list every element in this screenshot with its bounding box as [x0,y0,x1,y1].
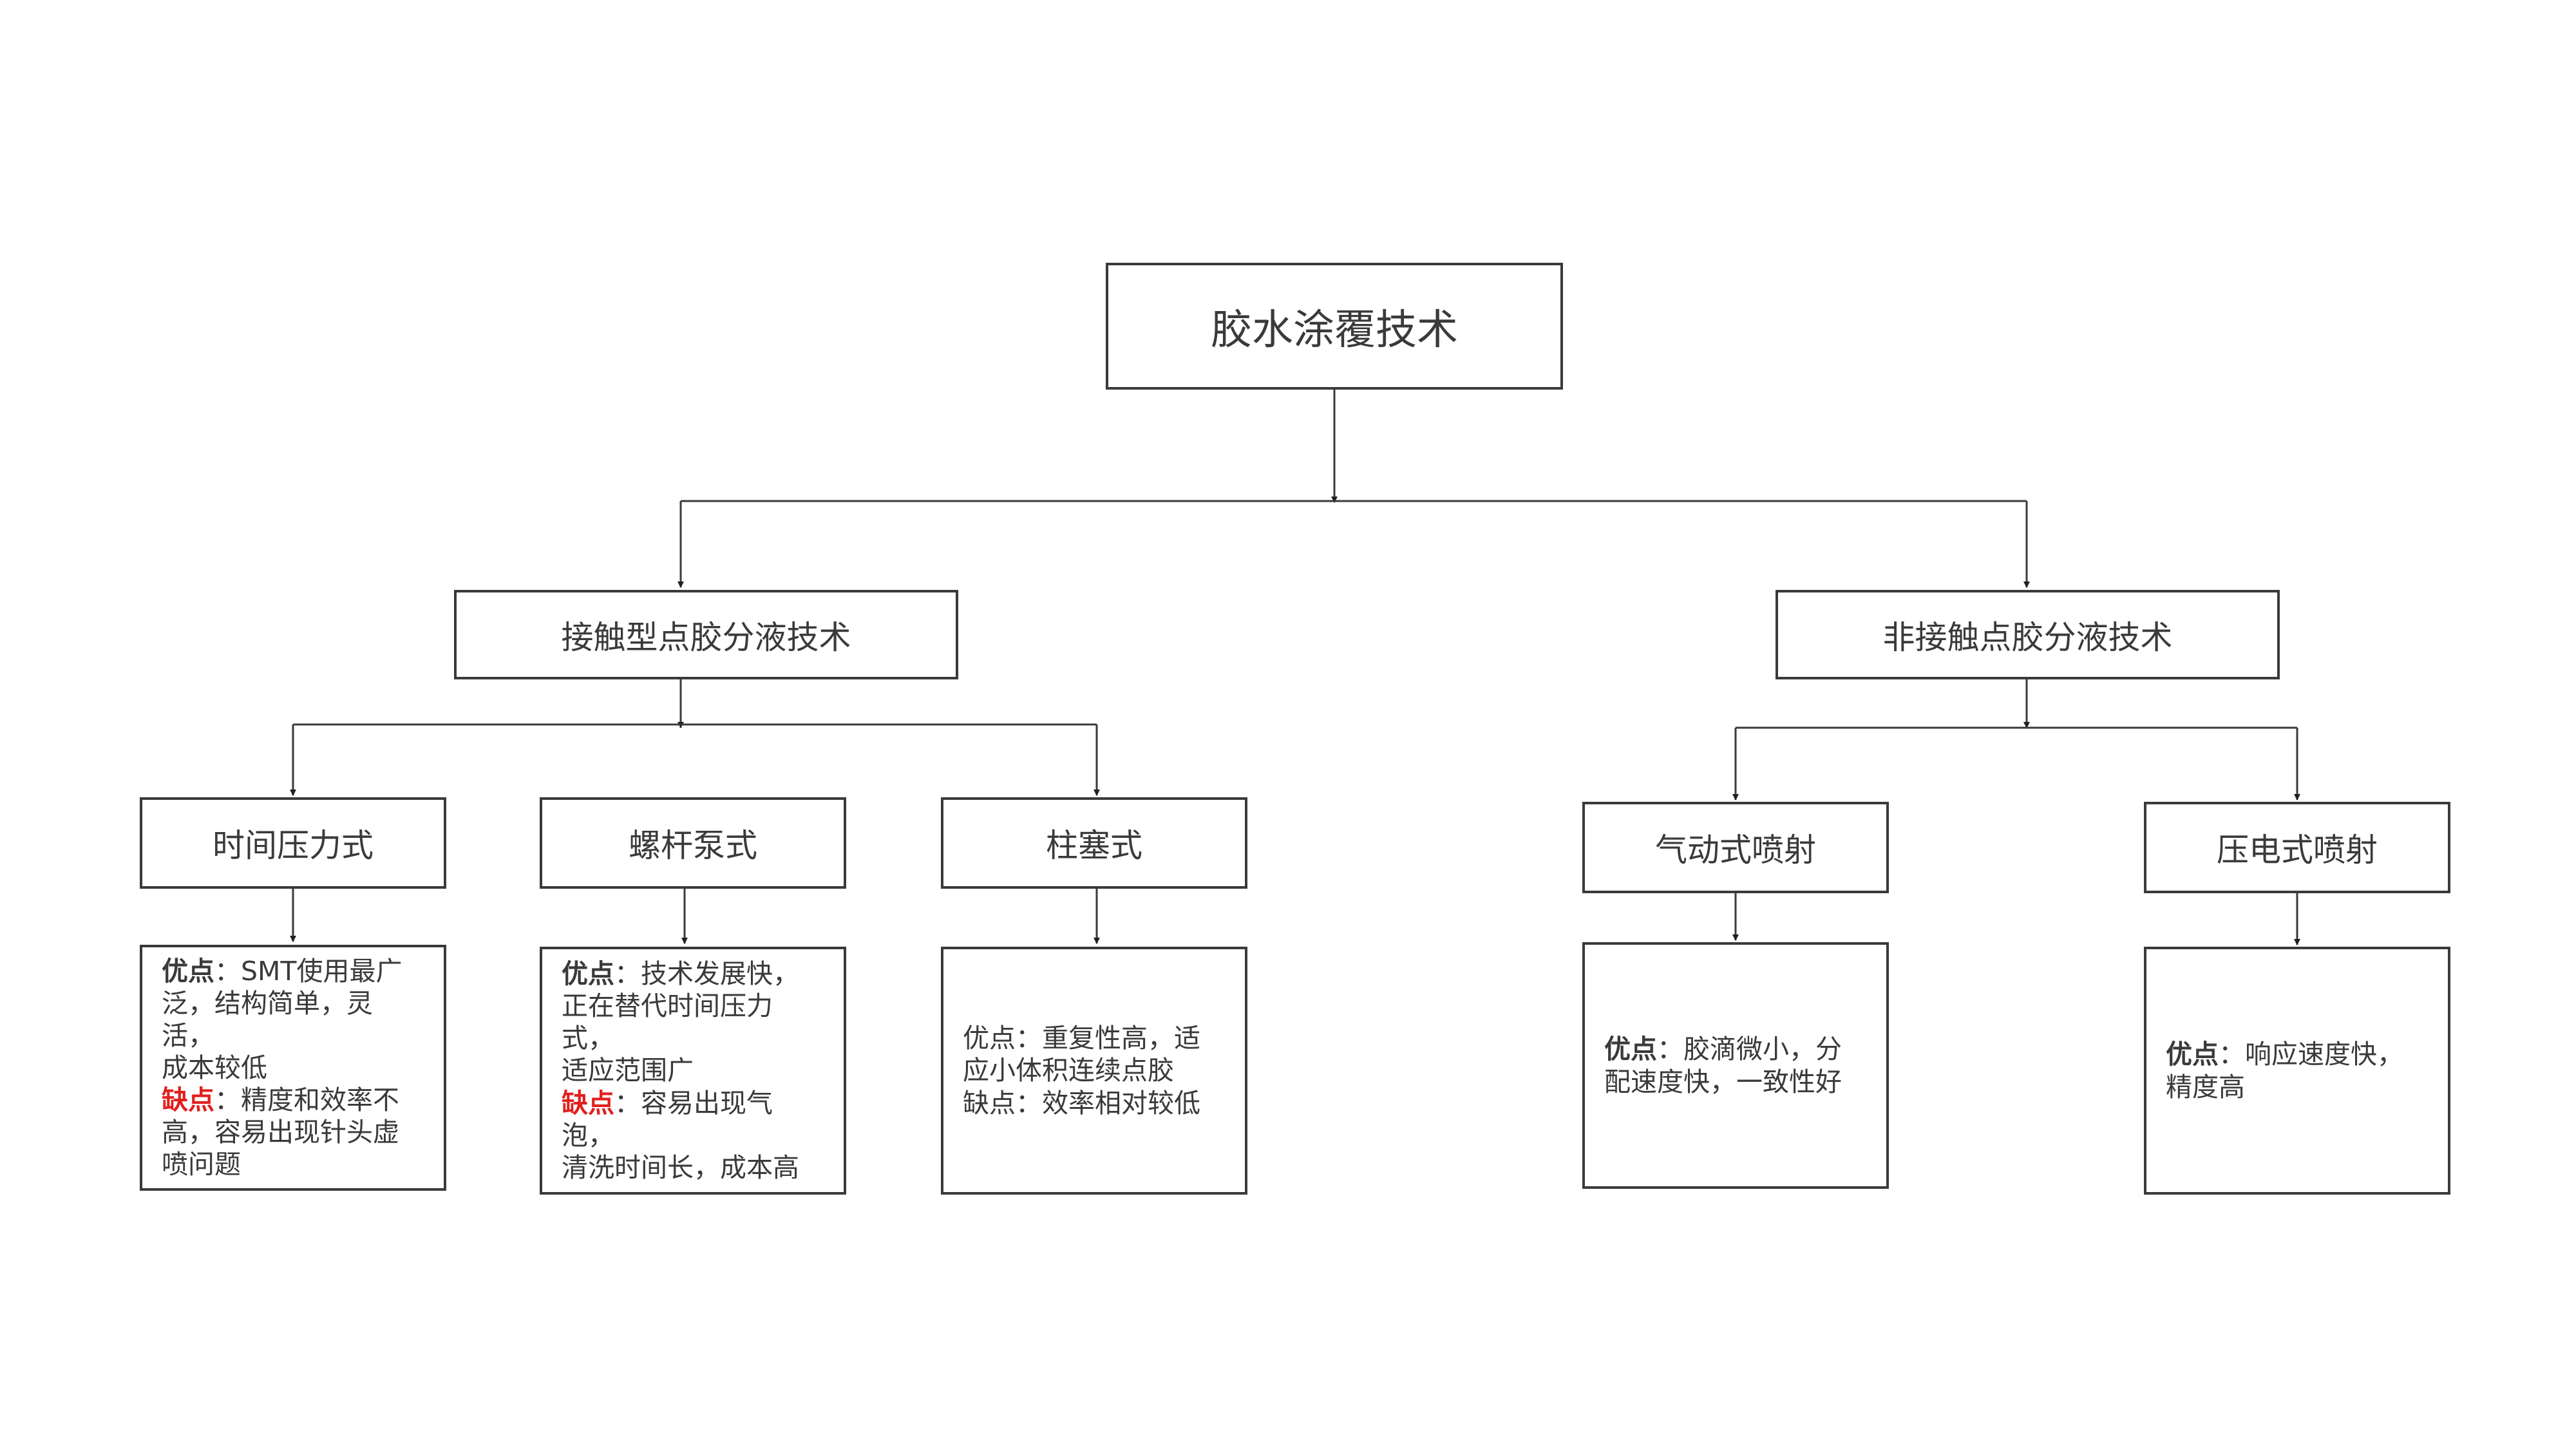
method-piezo-jet: 压电式喷射 [2144,802,2450,893]
cons-label: 缺点 [963,1087,1016,1119]
detail-piston: 优点：重复性高，适 应小体积连续点胶 缺点：效率相对较低 [941,947,1247,1195]
pros-label: 优点 [562,958,614,990]
root-node: 胶水涂覆技术 [1106,263,1563,390]
root-label: 胶水涂覆技术 [1211,306,1458,354]
detail-piston-text: 优点：重复性高，适 应小体积连续点胶 缺点：效率相对较低 [963,1022,1200,1119]
detail-time-pressure-text: 优点：SMT使用最广 泛，结构简单，灵活， 成本较低 缺点：精度和效率不 高，容… [162,955,424,1180]
cons-label: 缺点 [162,1084,214,1115]
method-pneumatic-jet-label: 气动式喷射 [1655,831,1816,869]
category-noncontact-label: 非接触点胶分液技术 [1882,618,2173,656]
cons-text: ：容易出现气泡， 清洗时间长，成本高 [562,1087,799,1183]
method-screw-pump-label: 螺杆泵式 [629,827,757,864]
pros-label: 优点 [1604,1034,1657,1065]
detail-piezo-jet: 优点：响应速度快， 精度高 [2144,947,2450,1195]
detail-pneumatic-jet-text: 优点：胶滴微小，分 配速度快，一致性好 [1604,1033,1842,1097]
detail-piezo-jet-text: 优点：响应速度快， 精度高 [2166,1038,2403,1103]
method-piezo-jet-label: 压电式喷射 [2217,831,2378,869]
cons-label: 缺点 [562,1087,614,1119]
pros-label: 优点 [963,1023,1016,1054]
cons-text: ：精度和效率不 高，容易出现针头虚 喷问题 [162,1084,399,1180]
category-contact: 接触型点胶分液技术 [454,590,958,679]
pros-text: ：技术发展快， 正在替代时间压力式， 适应范围广 [562,958,799,1086]
detail-pneumatic-jet: 优点：胶滴微小，分 配速度快，一致性好 [1582,942,1889,1189]
category-contact-label: 接触型点胶分液技术 [561,618,851,656]
method-piston-label: 柱塞式 [1046,827,1142,864]
pros-text: ：胶滴微小，分 配速度快，一致性好 [1604,1034,1842,1097]
pros-label: 优点 [162,955,214,987]
method-pneumatic-jet: 气动式喷射 [1582,802,1889,893]
method-time-pressure-label: 时间压力式 [213,827,374,864]
pros-label: 优点 [2166,1039,2219,1070]
method-time-pressure: 时间压力式 [140,797,446,889]
method-screw-pump: 螺杆泵式 [540,797,846,889]
detail-screw-pump-text: 优点：技术发展快， 正在替代时间压力式， 适应范围广 缺点：容易出现气泡， 清洗… [562,958,824,1183]
pros-text: ：重复性高，适 应小体积连续点胶 [963,1023,1200,1086]
pros-text: ：SMT使用最广 泛，结构简单，灵活， 成本较低 [162,955,402,1083]
detail-time-pressure: 优点：SMT使用最广 泛，结构简单，灵活， 成本较低 缺点：精度和效率不 高，容… [140,945,446,1191]
category-noncontact: 非接触点胶分液技术 [1776,590,2280,679]
pros-text: ：响应速度快， 精度高 [2166,1039,2403,1103]
detail-screw-pump: 优点：技术发展快， 正在替代时间压力式， 适应范围广 缺点：容易出现气泡， 清洗… [540,947,846,1195]
method-piston: 柱塞式 [941,797,1247,889]
cons-text: ：效率相对较低 [1016,1087,1200,1119]
